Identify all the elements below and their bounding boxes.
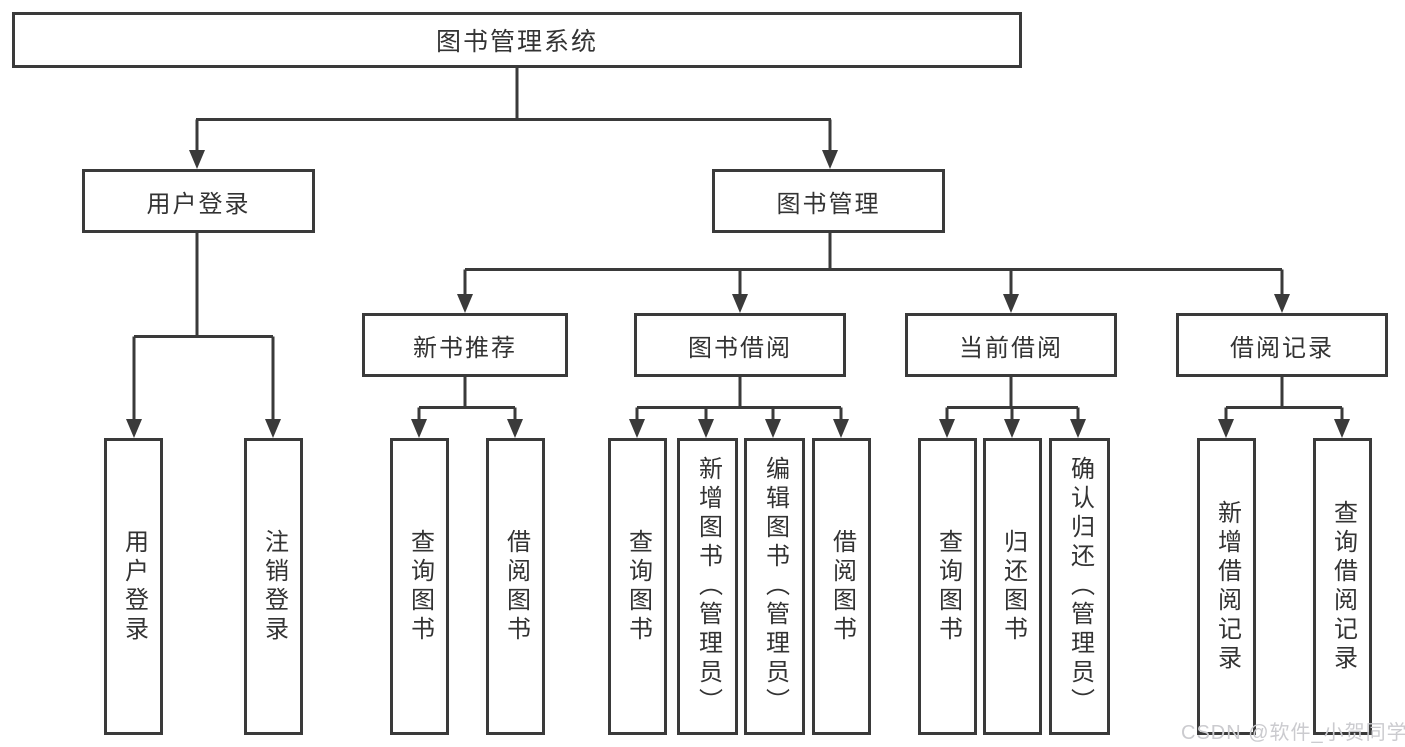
- node-current-borrowing: 当前借阅: [905, 313, 1117, 377]
- node-new-book-recommend: 新书推荐: [362, 313, 568, 377]
- arrowhead: [265, 419, 281, 438]
- arrowhead: [698, 419, 714, 438]
- arrowhead: [1003, 294, 1019, 313]
- node-user-login: 用户登录: [82, 169, 315, 233]
- node-library-system: 图书管理系统: [12, 12, 1022, 68]
- arrowhead: [411, 419, 427, 438]
- edge: [635, 377, 843, 422]
- edge: [463, 233, 1284, 298]
- leaf-borrow-books: 借阅图书: [812, 438, 871, 735]
- leaf-query-books-borrow: 查询图书: [608, 438, 667, 735]
- node-book-borrowing: 图书借阅: [634, 313, 846, 377]
- arrowhead: [189, 150, 205, 169]
- arrowhead: [1334, 419, 1350, 438]
- leaf-borrow-books-recommend: 借阅图书: [486, 438, 545, 735]
- leaf-logout: 注销登录: [244, 438, 303, 735]
- edge: [195, 66, 832, 153]
- arrowhead: [765, 419, 781, 438]
- csdn-watermark: CSDN @软件_小贺同学: [1181, 722, 1405, 744]
- edge: [417, 377, 517, 422]
- leaf-edit-books-admin: 编辑图书（管理员）: [744, 438, 805, 735]
- arrowhead: [732, 294, 748, 313]
- arrowhead: [1218, 419, 1234, 438]
- leaf-query-borrow-record: 查询借阅记录: [1313, 438, 1372, 735]
- arrowhead: [1274, 294, 1290, 313]
- arrowhead: [629, 419, 645, 438]
- leaf-return-books: 归还图书: [983, 438, 1042, 735]
- arrowhead: [939, 419, 955, 438]
- leaf-confirm-return-admin: 确认归还（管理员）: [1049, 438, 1110, 735]
- edge: [945, 377, 1080, 422]
- arrowhead: [1004, 419, 1020, 438]
- arrowhead: [1070, 419, 1086, 438]
- arrowhead: [507, 419, 523, 438]
- leaf-query-books-recommend: 查询图书: [390, 438, 449, 735]
- leaf-query-books-current: 查询图书: [918, 438, 977, 735]
- leaf-add-borrow-record: 新增借阅记录: [1197, 438, 1256, 735]
- node-book-management: 图书管理: [712, 169, 945, 233]
- arrowhead: [457, 294, 473, 313]
- node-borrowing-records: 借阅记录: [1176, 313, 1388, 377]
- leaf-add-books-admin: 新增图书（管理员）: [677, 438, 738, 735]
- arrowhead: [833, 419, 849, 438]
- edge: [132, 233, 275, 422]
- arrowhead: [126, 419, 142, 438]
- edge: [1224, 377, 1344, 422]
- arrowhead: [822, 150, 838, 169]
- leaf-user-login: 用户登录: [104, 438, 163, 735]
